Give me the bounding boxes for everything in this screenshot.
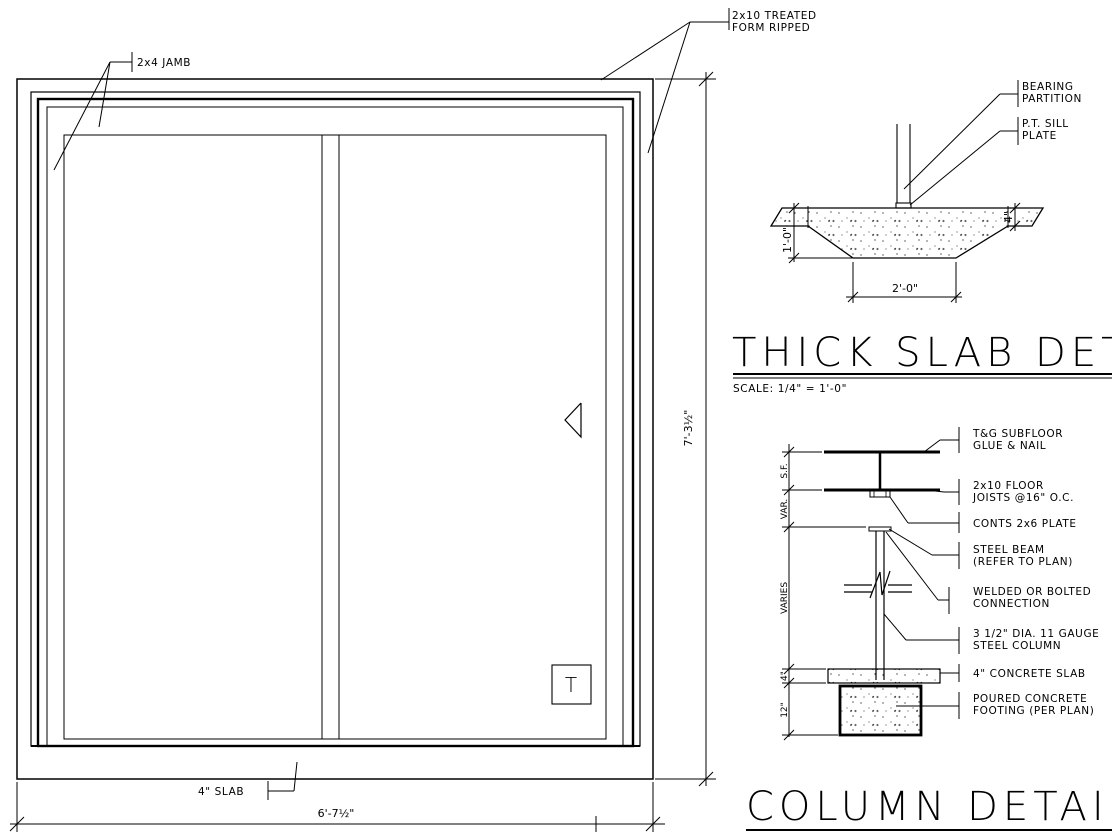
callout-connection-1: WELDED OR BOLTED bbox=[973, 586, 1091, 598]
height-dimension bbox=[655, 71, 716, 787]
dim-var: VAR. bbox=[780, 499, 790, 520]
callout-connection-2: CONNECTION bbox=[973, 598, 1050, 610]
sill-plate-label-2: PLATE bbox=[1022, 130, 1057, 142]
jamb-label: 2x4 JAMB bbox=[137, 57, 191, 69]
width-dimension bbox=[9, 782, 665, 832]
frame-inner bbox=[46, 106, 624, 747]
bearing-partition-label-2: PARTITION bbox=[1022, 93, 1082, 105]
bearing-partition-label-1: BEARING bbox=[1022, 81, 1074, 93]
slab-thickness-dim: 4" bbox=[1002, 211, 1015, 223]
thickened-slab bbox=[769, 207, 1045, 259]
beam-flange bbox=[868, 526, 892, 532]
column-detail-title: COLUMN DETAIL bbox=[746, 784, 1112, 830]
jamb-leader bbox=[53, 52, 133, 171]
column-dim-chain bbox=[782, 444, 866, 741]
plate bbox=[869, 490, 891, 498]
sill-plate bbox=[895, 202, 912, 209]
treated-form-leader bbox=[600, 8, 730, 154]
dim-slab: 4" bbox=[780, 671, 790, 681]
concrete-slab bbox=[827, 668, 941, 684]
slab-leader bbox=[267, 761, 298, 800]
callout-joists-2: JOISTS @16" O.C. bbox=[972, 492, 1074, 504]
dim-varies: VARIES bbox=[780, 582, 790, 614]
jamb-outer bbox=[30, 91, 641, 747]
width-dimension-text: 6'-7½" bbox=[318, 807, 355, 820]
height-dimension-text: 7'-3½" bbox=[682, 410, 695, 447]
callout-beam-2: (REFER TO PLAN) bbox=[973, 556, 1073, 568]
door-panels-outline bbox=[63, 134, 607, 740]
callout-footing-2: FOOTING (PER PLAN) bbox=[973, 705, 1094, 717]
thick-slab-title: THICK SLAB DET bbox=[732, 330, 1112, 376]
tempered-mark: T bbox=[565, 673, 577, 697]
callout-beam-1: STEEL BEAM bbox=[973, 544, 1045, 556]
thick-slab-drawing: 1'-0" 4" 2'-0" bbox=[769, 80, 1045, 303]
callout-footing-1: POURED CONCRETE bbox=[973, 693, 1087, 705]
callout-subfloor-2: GLUE & NAIL bbox=[973, 440, 1046, 452]
slab-width-dim: 2'-0" bbox=[892, 282, 918, 295]
outer-form-frame bbox=[16, 78, 654, 780]
door-elevation bbox=[16, 78, 654, 780]
break-symbol bbox=[844, 570, 912, 599]
treated-form-label-2: FORM RIPPED bbox=[732, 22, 810, 34]
thick-slab-scale: SCALE: 1/4" = 1'-0" bbox=[733, 383, 847, 395]
callout-plate: CONTS 2x6 PLATE bbox=[973, 518, 1077, 530]
callout-slab: 4" CONCRETE SLAB bbox=[973, 668, 1086, 680]
dim-subfloor: S.F. bbox=[780, 463, 790, 478]
callout-column-2: STEEL COLUMN bbox=[973, 640, 1061, 652]
right-panel bbox=[338, 134, 607, 740]
callout-column-1: 3 1/2" DIA. 11 GAUGE bbox=[973, 628, 1099, 640]
sill-plate-label-1: P.T. SILL bbox=[1022, 118, 1069, 130]
column-drawing bbox=[824, 450, 941, 737]
tempered-mark-box bbox=[551, 664, 592, 705]
jamb-inner bbox=[36, 97, 635, 748]
column-callout-leaders bbox=[883, 427, 960, 719]
concrete-footing bbox=[838, 684, 923, 737]
callout-subfloor-1: T&G SUBFLOOR bbox=[972, 428, 1063, 440]
dim-footing: 12" bbox=[780, 702, 790, 718]
handle-triangle bbox=[564, 402, 582, 439]
callout-joists-1: 2x10 FLOOR bbox=[973, 480, 1044, 492]
slab-depth-dim: 1'-0" bbox=[781, 227, 794, 253]
treated-form-label-1: 2x10 TREATED bbox=[732, 10, 817, 22]
slab-label: 4" SLAB bbox=[198, 786, 244, 798]
